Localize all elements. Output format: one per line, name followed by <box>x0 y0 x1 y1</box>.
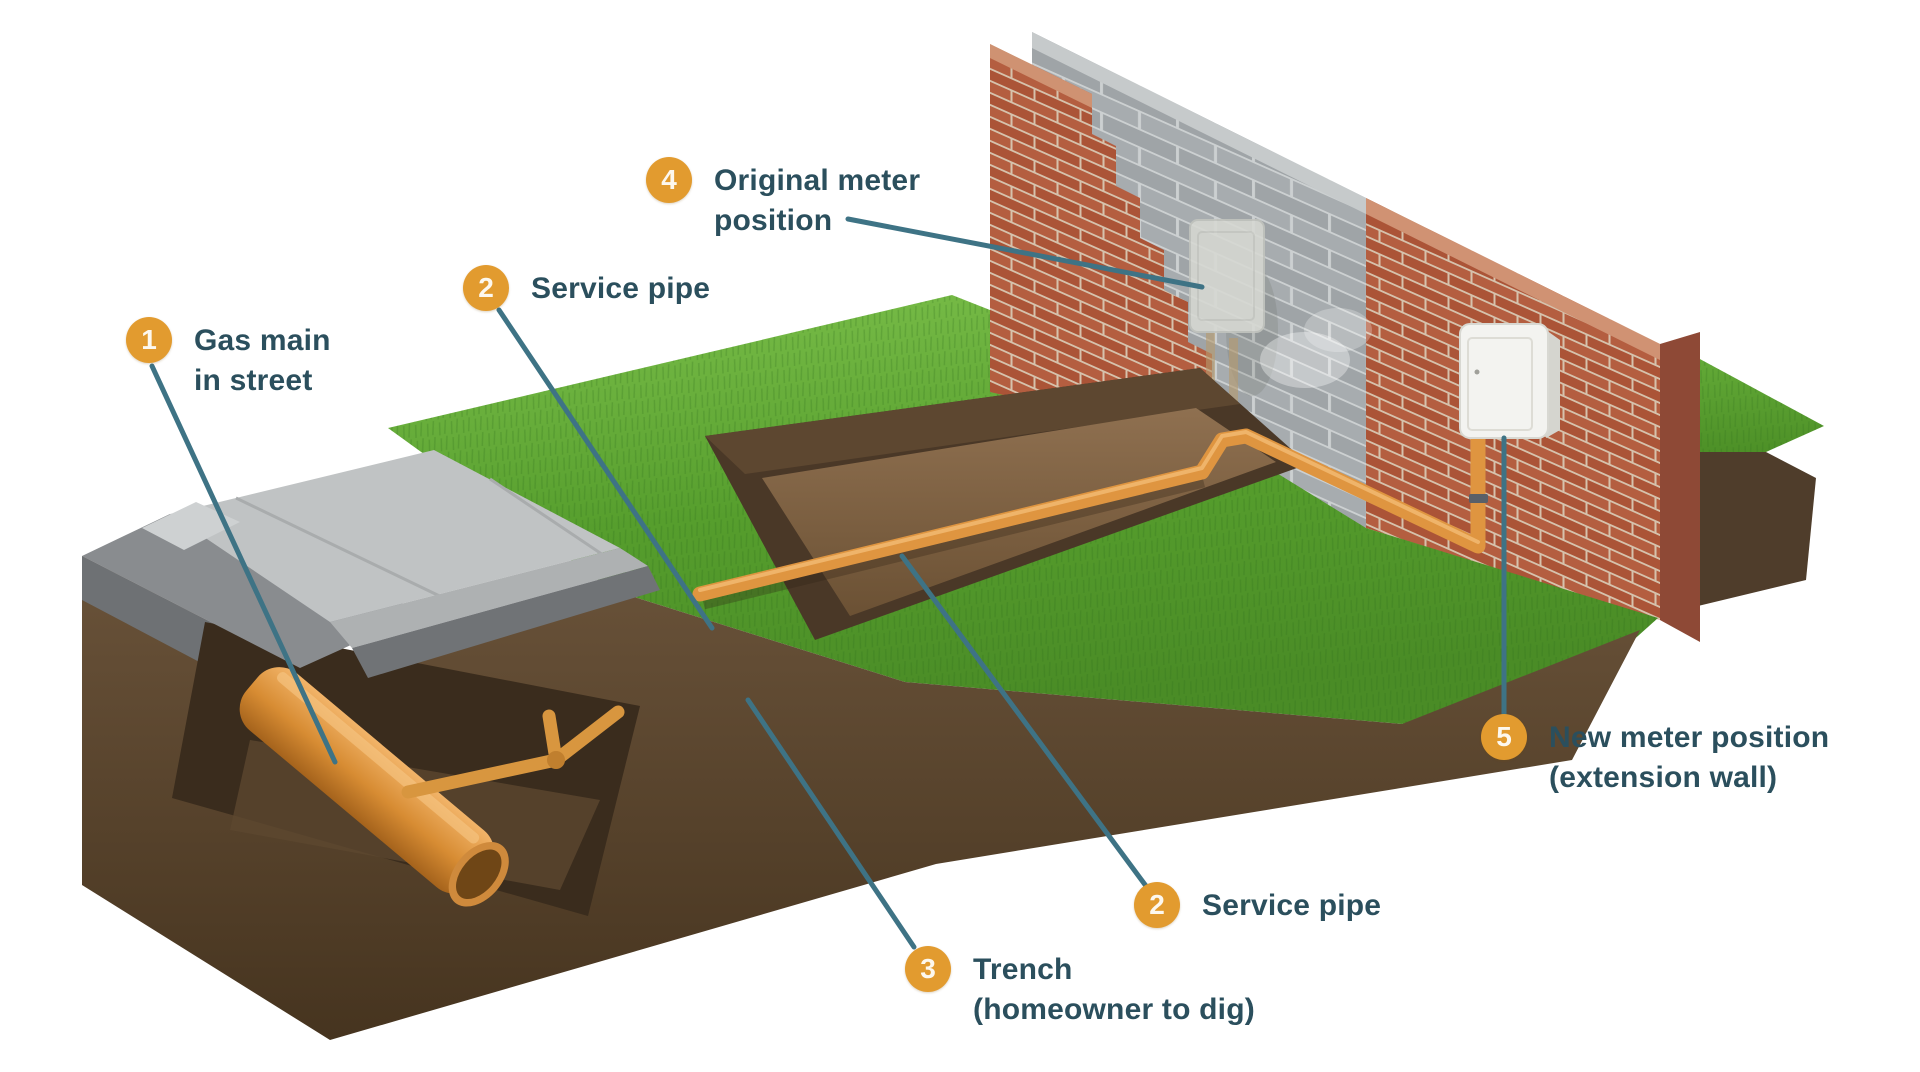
badge-2: 2 <box>463 265 509 311</box>
leader-line-service-pipe-top <box>496 307 715 631</box>
sidewalk-slab <box>170 450 620 622</box>
label-service-pipe-top-text: Service pipe <box>531 272 711 305</box>
label-gas-main: 1 Gas main in street <box>126 317 331 401</box>
badge-4: 4 <box>646 157 692 203</box>
street-sidewalk <box>82 450 660 678</box>
brick-wall-left <box>990 44 1236 450</box>
service-pipe-branch <box>401 705 625 799</box>
gas-main-pipe <box>239 667 509 907</box>
label-service-pipe-bottom: 2 Service pipe <box>1134 882 1381 928</box>
label-original-meter-text: Original meter position <box>714 164 921 237</box>
badge-1: 1 <box>126 317 172 363</box>
street-excavation <box>172 622 640 916</box>
label-original-meter: 4 Original meter position <box>646 157 920 241</box>
label-new-meter-text: New meter position (extension wall) <box>1549 721 1830 794</box>
label-trench: 3 Trench (homeowner to dig) <box>905 946 1255 1030</box>
label-new-meter: 5 New meter position (extension wall) <box>1481 714 1829 798</box>
badge-5: 5 <box>1481 714 1527 760</box>
ghost-pipe <box>1229 338 1238 438</box>
leader-line-trench <box>745 697 917 950</box>
badge-3: 3 <box>905 946 951 992</box>
new-meter-box <box>1459 323 1560 439</box>
leader-line-service-pipe-bottom <box>899 553 1149 889</box>
leader-line-gas-main <box>149 363 338 765</box>
service-pipe <box>692 424 1488 610</box>
pipe-clip <box>1469 494 1488 503</box>
right-garden-block <box>1698 358 1824 606</box>
label-service-pipe-bottom-text: Service pipe <box>1202 889 1382 922</box>
leader-lines <box>149 216 1507 950</box>
curb-stone <box>142 502 240 550</box>
original-meter-box <box>1189 219 1278 438</box>
leader-line-original-meter <box>845 216 1205 290</box>
label-gas-main-text: Gas main in street <box>194 324 331 397</box>
label-service-pipe-top: 2 Service pipe <box>463 265 710 311</box>
label-trench-text: Trench (homeowner to dig) <box>973 953 1255 1026</box>
badge-2b: 2 <box>1134 882 1180 928</box>
haze <box>1260 308 1372 388</box>
